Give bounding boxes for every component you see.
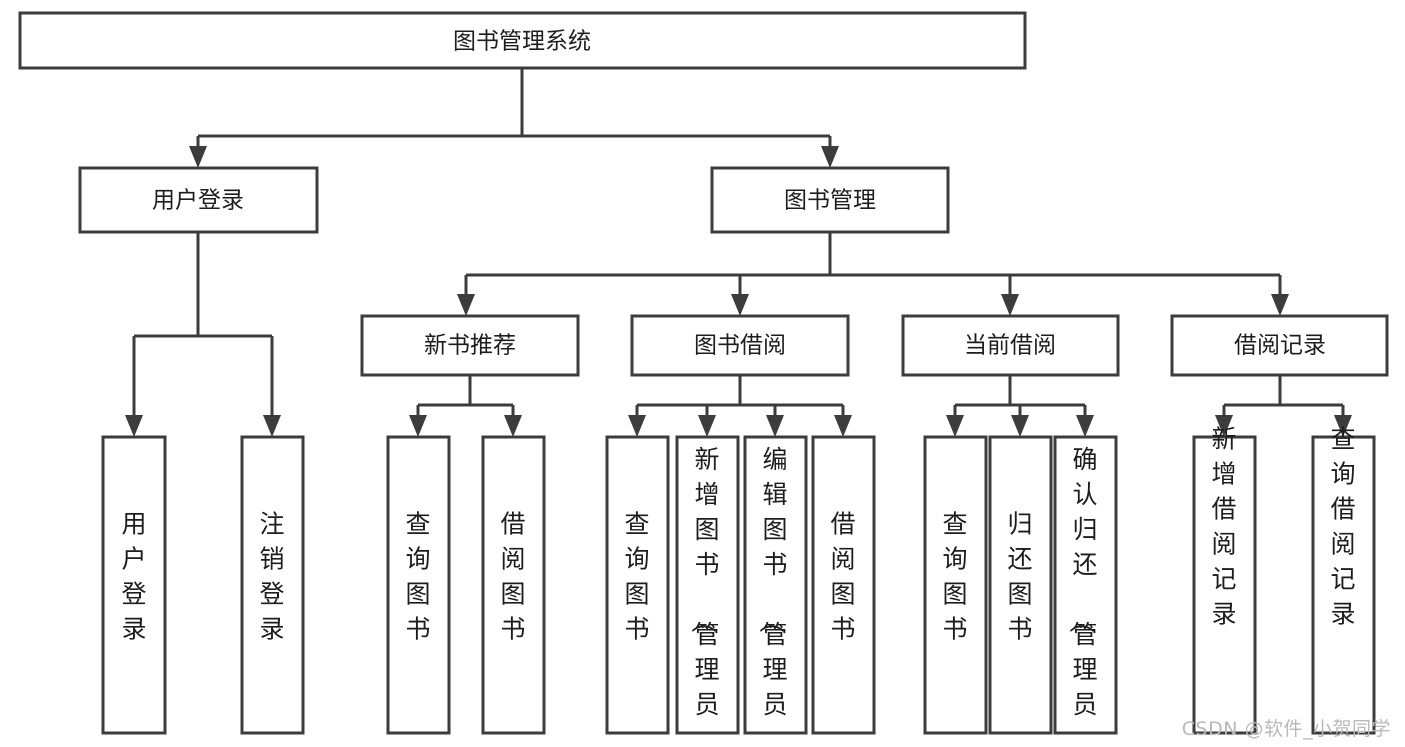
node-leaf-current-2-label: 归还图书 [1007, 510, 1032, 644]
arrow-head-icon [504, 415, 522, 437]
node-leaf-borrow-3-label: 编辑图书（管理员） [756, 445, 787, 747]
arrow-head-icon [731, 294, 749, 316]
node-leaf-login-2[interactable]: 注销登录 [240, 435, 305, 735]
node-leaf-newbook-2-label: 借阅图书 [500, 510, 525, 644]
node-leaf-borrow-3-box[interactable] [743, 435, 808, 735]
arrow-head-icon [1271, 294, 1289, 316]
arrow-head-icon [1001, 294, 1019, 316]
node-leaf-login-2-label: 注销登录 [259, 510, 284, 644]
arrow-head-icon [834, 415, 852, 437]
node-leaf-newbook-2-box[interactable] [481, 435, 546, 735]
node-current-label: 当前借阅 [964, 333, 1056, 359]
node-leaf-borrow-1-box[interactable] [605, 435, 670, 735]
node-leaf-borrow-2-box[interactable] [675, 435, 740, 735]
node-newbook-box[interactable] [360, 314, 580, 377]
node-leaf-newbook-1-label: 查询图书 [405, 510, 430, 644]
node-leaf-records-2-box[interactable] [1311, 435, 1376, 735]
node-bookmgmt[interactable]: 图书管理 [710, 166, 950, 234]
arrow-head-icon [766, 415, 784, 437]
node-borrow-box[interactable] [630, 314, 850, 377]
node-leaf-newbook-1-box[interactable] [386, 435, 451, 735]
node-leaf-current-1[interactable]: 查询图书 [923, 435, 988, 735]
node-leaf-borrow-1-label: 查询图书 [624, 510, 649, 644]
node-leaf-borrow-4-label: 借阅图书 [830, 510, 855, 644]
arrow-head-icon [1011, 415, 1029, 437]
node-leaf-current-3-box[interactable] [1053, 435, 1118, 735]
node-bookmgmt-label: 图书管理 [784, 188, 876, 214]
arrow-head-icon [698, 415, 716, 437]
node-leaf-login-1-label: 用户登录 [121, 510, 146, 644]
node-login-box[interactable] [78, 166, 319, 234]
node-leaf-borrow-2-label: 新增图书（管理员） [688, 445, 719, 747]
node-leaf-current-3[interactable]: 确认归还（管理员） [1053, 435, 1118, 747]
node-leaf-current-1-label: 查询图书 [942, 510, 967, 644]
node-login-label: 用户登录 [152, 188, 244, 214]
arrow-head-icon [457, 294, 475, 316]
node-leaf-login-1[interactable]: 用户登录 [101, 435, 167, 735]
node-borrow[interactable]: 图书借阅 [630, 314, 850, 377]
node-leaf-current-2[interactable]: 归还图书 [988, 435, 1053, 735]
node-leaf-records-1-label: 新增借阅记录 [1211, 425, 1236, 629]
arrow-head-icon [821, 146, 839, 168]
node-leaf-newbook-1[interactable]: 查询图书 [386, 435, 451, 735]
node-leaf-borrow-4-box[interactable] [811, 435, 876, 735]
node-leaf-borrow-4[interactable]: 借阅图书 [811, 435, 876, 735]
node-leaf-borrow-2[interactable]: 新增图书（管理员） [675, 435, 740, 747]
node-leaf-records-2-label: 查询借阅记录 [1330, 425, 1355, 629]
arrow-head-icon [1334, 415, 1352, 437]
node-leaf-records-2[interactable]: 查询借阅记录 [1311, 425, 1376, 735]
node-root-label: 图书管理系统 [453, 29, 591, 55]
node-records-label: 借阅记录 [1234, 333, 1326, 359]
arrow-head-icon [628, 415, 646, 437]
arrow-head-icon [189, 146, 207, 168]
arrow-head-icon [409, 415, 427, 437]
node-leaf-newbook-2[interactable]: 借阅图书 [481, 435, 546, 735]
node-login[interactable]: 用户登录 [78, 166, 319, 234]
node-current[interactable]: 当前借阅 [901, 314, 1120, 377]
nodes-layer: 图书管理系统 用户登录 图书管理 新书推荐 图书借阅 当前 [18, 11, 1389, 747]
node-newbook-label: 新书推荐 [424, 333, 516, 359]
node-records[interactable]: 借阅记录 [1170, 314, 1389, 377]
node-leaf-current-3-label: 确认归还（管理员） [1066, 445, 1097, 747]
node-leaf-borrow-1[interactable]: 查询图书 [605, 435, 670, 735]
node-root[interactable]: 图书管理系统 [18, 11, 1027, 70]
node-newbook[interactable]: 新书推荐 [360, 314, 580, 377]
node-leaf-current-2-box[interactable] [988, 435, 1053, 735]
edges-layer [125, 68, 1352, 437]
arrow-head-icon [946, 415, 964, 437]
node-current-box[interactable] [901, 314, 1120, 377]
csdn-watermark: CSDN @软件_小贺同学 [1181, 718, 1391, 740]
node-leaf-records-1-box[interactable] [1192, 435, 1257, 735]
arrow-head-icon [263, 415, 281, 437]
node-borrow-label: 图书借阅 [694, 333, 786, 359]
arrow-head-icon [125, 415, 143, 437]
node-root-box[interactable] [18, 11, 1027, 70]
node-records-box[interactable] [1170, 314, 1389, 377]
arrow-head-icon [1215, 415, 1233, 437]
node-leaf-login-2-box[interactable] [240, 435, 305, 735]
node-bookmgmt-box[interactable] [710, 166, 950, 234]
node-leaf-login-1-box[interactable] [101, 435, 167, 735]
node-leaf-borrow-3[interactable]: 编辑图书（管理员） [743, 435, 808, 747]
node-leaf-current-1-box[interactable] [923, 435, 988, 735]
arrow-head-icon [1076, 415, 1094, 437]
node-leaf-records-1[interactable]: 新增借阅记录 [1192, 425, 1257, 735]
